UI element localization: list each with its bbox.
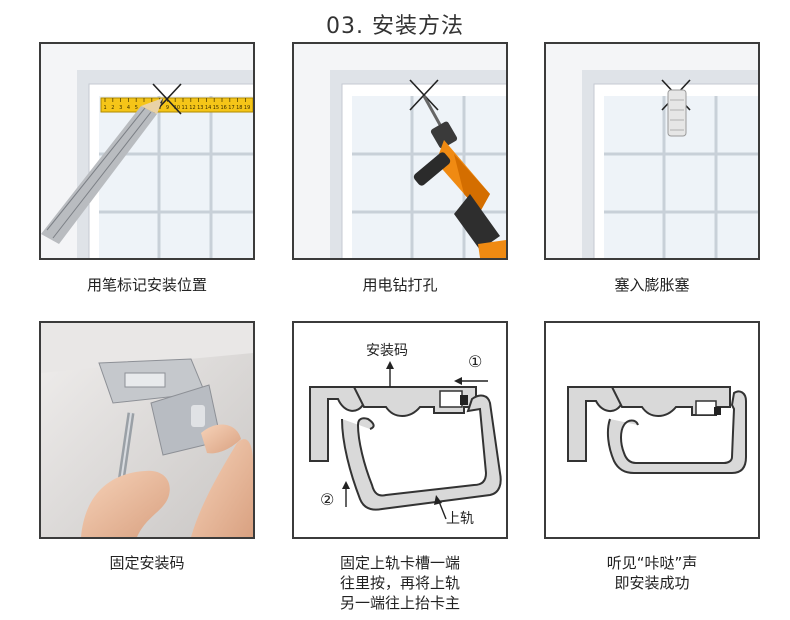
- mounting-code-label: 安装码: [366, 343, 408, 359]
- ruler-tick-label: 18: [236, 105, 242, 111]
- step-6-caption-line: 即安装成功: [614, 574, 690, 592]
- rail-profile: [606, 390, 747, 474]
- rail-clip-diagram: 安装码 ① ② 上轨: [294, 323, 506, 537]
- ruler-tick-label: 4: [127, 105, 130, 111]
- marker-1: ①: [468, 352, 482, 371]
- ruler-tick-label: 10: [174, 105, 180, 111]
- step-4-caption: 固定安装码: [109, 554, 185, 572]
- page-title: 03. 安装方法: [326, 14, 464, 39]
- ruler-tick-label: 5: [135, 105, 138, 111]
- mounting-code-bracket: [309, 386, 477, 462]
- mounting-code-bracket: [567, 386, 731, 462]
- step-5-caption-line: 往里按，再将上轨: [339, 574, 460, 592]
- ruler-tick-label: 14: [205, 105, 211, 111]
- insert-anchor-illustration: [546, 44, 758, 258]
- ruler-tick-label: 11: [182, 105, 188, 111]
- drill-icon: [413, 95, 506, 258]
- drill-hole-illustration: [294, 44, 506, 258]
- ruler-tick-label: 16: [221, 105, 227, 111]
- mark-position-illustration: 12345678910111213141516171819: [41, 44, 253, 258]
- upper-rail-label: 上轨: [446, 511, 474, 527]
- step-5-caption-line: 固定上轨卡槽一端: [339, 554, 460, 572]
- step-5-caption: 固定上轨卡槽一端 往里按，再将上轨 另一端往上抬卡主: [285, 553, 515, 613]
- ruler-tick-label: 17: [228, 105, 234, 111]
- step-5-panel: 安装码 ① ② 上轨: [292, 321, 508, 539]
- step-1-caption: 用笔标记安装位置: [86, 276, 207, 294]
- step-4-panel: [39, 321, 255, 539]
- fix-bracket-illustration: [41, 323, 253, 537]
- step-2-caption: 用电钻打孔: [362, 276, 438, 294]
- ruler-tick-label: 19: [244, 105, 250, 111]
- ruler-tick-label: 3: [119, 105, 122, 111]
- step-6-caption-line: 听见“咔哒”声: [606, 554, 698, 572]
- step-2-panel: [292, 42, 508, 260]
- pencil-icon: [41, 98, 163, 244]
- installed-rail-diagram: [546, 323, 758, 537]
- ruler-tick-label: 9: [166, 105, 169, 111]
- ruler-tick-label: 15: [213, 105, 219, 111]
- step-1-panel: 12345678910111213141516171819: [39, 42, 255, 260]
- ruler-tick-label: 13: [197, 105, 203, 111]
- rail-profile: [341, 394, 502, 511]
- step-6-panel: [544, 321, 760, 539]
- step-6-caption: 听见“咔哒”声 即安装成功: [537, 553, 767, 593]
- step-3-panel: [544, 42, 760, 260]
- hand-icon: [81, 424, 253, 537]
- ruler-tick-label: 12: [189, 105, 195, 111]
- ruler-tick-label: 2: [111, 105, 114, 111]
- step-5-caption-line: 另一端往上抬卡主: [339, 594, 460, 612]
- marker-2: ②: [320, 490, 334, 509]
- ruler-tick-label: 1: [104, 105, 107, 111]
- anchor-plug-icon: [667, 89, 687, 137]
- ruler: 12345678910111213141516171819: [100, 97, 253, 113]
- step-3-caption: 塞入膨胀塞: [614, 276, 690, 294]
